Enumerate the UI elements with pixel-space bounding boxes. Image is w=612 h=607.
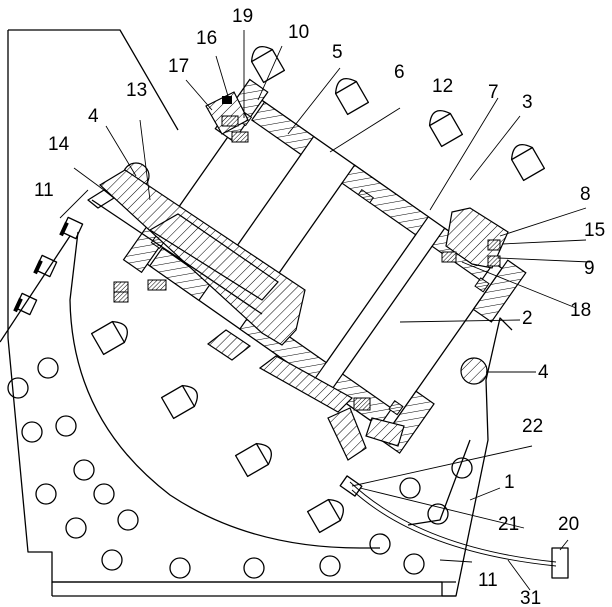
label-part-5: 5 (332, 42, 343, 63)
top-left-end-block (205, 91, 249, 143)
label-part-11-left: 11 (34, 180, 54, 201)
label-part-11-bottom: 11 (478, 570, 498, 591)
label-part-22: 22 (522, 416, 543, 437)
part-labels: 1 2 3 4 4 5 6 7 8 9 10 11 11 12 13 14 15… (34, 6, 605, 607)
bottom-end-block (327, 397, 405, 461)
label-part-10: 10 (288, 22, 309, 43)
cutter-teeth (90, 46, 546, 534)
label-part-12: 12 (432, 76, 453, 97)
sensor-strip-left (13, 216, 84, 316)
label-part-4-left: 4 (88, 106, 99, 127)
body-holes (7, 357, 473, 579)
label-part-18: 18 (570, 300, 591, 321)
label-part-19: 19 (232, 6, 253, 27)
label-part-20: 20 (558, 514, 579, 535)
label-part-7: 7 (488, 82, 499, 103)
label-part-17: 17 (168, 56, 189, 77)
pin-right (460, 357, 488, 385)
leader-lines (59, 30, 591, 591)
housing-body (0, 29, 513, 597)
label-part-1: 1 (504, 472, 515, 493)
label-part-13: 13 (126, 80, 147, 101)
label-part-2: 2 (522, 308, 533, 329)
label-part-31: 31 (520, 588, 541, 607)
label-part-8: 8 (580, 184, 591, 205)
central-shaft (87, 169, 353, 413)
label-part-15: 15 (584, 220, 605, 241)
label-part-14: 14 (48, 134, 70, 155)
label-part-4-right: 4 (538, 362, 549, 383)
label-part-3: 3 (522, 92, 533, 113)
label-part-9: 9 (584, 258, 595, 279)
cable-and-sensor (339, 475, 569, 579)
right-end-block (441, 207, 509, 269)
label-part-6: 6 (394, 62, 405, 83)
label-part-21: 21 (498, 514, 519, 535)
label-part-16: 16 (196, 28, 217, 49)
lower-left-seals (113, 279, 167, 303)
